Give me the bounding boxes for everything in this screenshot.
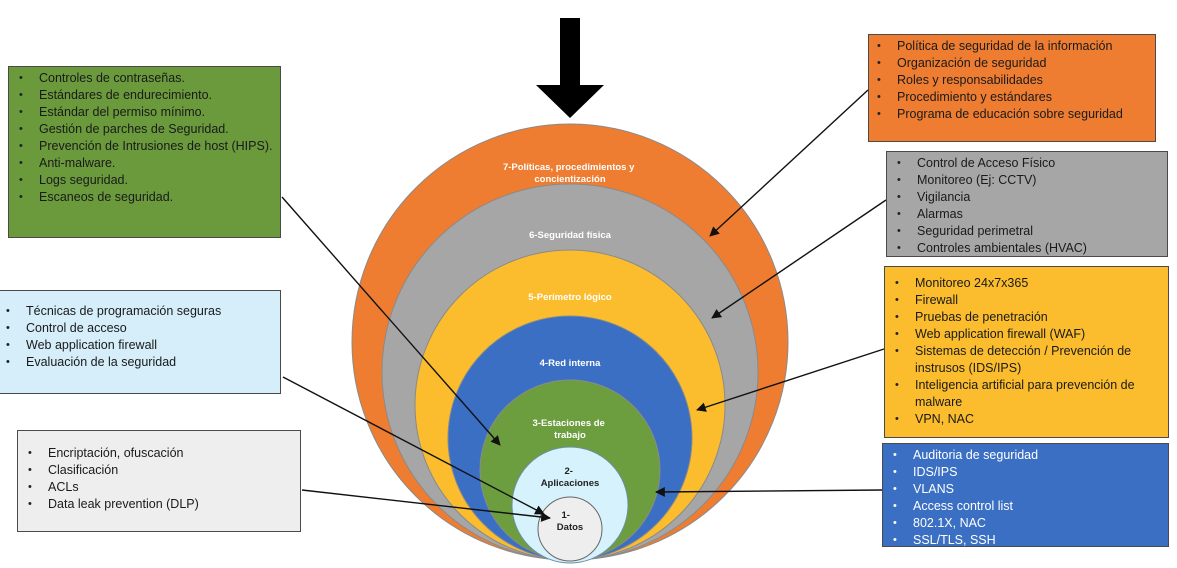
list-item: Estándares de endurecimiento. — [19, 87, 274, 104]
list-item: Roles y responsabilidades — [877, 72, 1149, 89]
list-item: VLANS — [893, 481, 1162, 498]
list-item: Prevención de Intrusiones de host (HIPS)… — [19, 138, 274, 155]
hosts-controls-box: Controles de contraseñas. Estándares de … — [8, 66, 281, 238]
list-item: Control de acceso — [6, 320, 274, 337]
list-item: ACLs — [28, 479, 294, 496]
hosts-controls-list: Controles de contraseñas. Estándares de … — [19, 70, 274, 206]
list-item: SSL/TLS, SSH — [893, 532, 1162, 549]
list-item: Control de Acceso Físico — [897, 155, 1161, 172]
arrow-data — [301, 489, 551, 522]
arrow-apps — [282, 376, 545, 515]
list-item: Anti-malware. — [19, 155, 274, 172]
list-item: Escaneos de seguridad. — [19, 189, 274, 206]
list-item: Access control list — [893, 498, 1162, 515]
layer-2-label: 2- Aplicaciones — [541, 466, 600, 489]
policies-controls-list: Política de seguridad de la información … — [877, 38, 1149, 123]
physical-controls-list: Control de Acceso Físico Monitoreo (Ej: … — [897, 155, 1161, 257]
layer-1-label: 1- Datos — [557, 510, 583, 533]
list-item: Auditoria de seguridad — [893, 447, 1162, 464]
internal-network-controls-box: Auditoria de seguridad IDS/IPS VLANS Acc… — [882, 443, 1169, 549]
list-item: Gestión de parches de Seguridad. — [19, 121, 274, 138]
list-item: Vigilancia — [897, 189, 1161, 206]
layer-4-label: 4-Red interna — [540, 358, 601, 369]
list-item: Política de seguridad de la información — [877, 38, 1149, 55]
data-controls-box: Encriptación, ofuscación Clasificación A… — [17, 430, 301, 532]
list-item: Seguridad perimetral — [897, 223, 1161, 240]
list-item: Organización de seguridad — [877, 55, 1149, 72]
list-item: Monitoreo 24x7x365 — [895, 275, 1162, 292]
arrow-internal — [655, 487, 883, 497]
list-item: Firewall — [895, 292, 1162, 309]
layer-3-label: 3-Estaciones de trabajo — [533, 418, 608, 441]
list-item: Procedimiento y estándares — [877, 89, 1149, 106]
list-item: Web application firewall — [6, 337, 274, 354]
list-item: Alarmas — [897, 206, 1161, 223]
layer-6-label: 6-Seguridad física — [529, 230, 612, 241]
list-item: Sistemas de detección / Prevención de in… — [895, 343, 1162, 377]
list-item: Encriptación, ofuscación — [28, 445, 294, 462]
applications-controls-list: Técnicas de programación seguras Control… — [6, 303, 274, 371]
list-item: Clasificación — [28, 462, 294, 479]
arrow-policies — [709, 89, 869, 237]
list-item: IDS/IPS — [893, 464, 1162, 481]
list-item: Web application firewall (WAF) — [895, 326, 1162, 343]
list-item: 802.1X, NAC — [893, 515, 1162, 532]
arrow-perimeter — [696, 348, 885, 412]
list-item: Controles ambientales (HVAC) — [897, 240, 1161, 257]
list-item: Pruebas de penetración — [895, 309, 1162, 326]
list-item: Logs seguridad. — [19, 172, 274, 189]
layer-5-label: 5-Perímetro lógico — [528, 292, 612, 303]
data-controls-list: Encriptación, ofuscación Clasificación A… — [28, 445, 294, 513]
layer-7-label: 7-Políticas, procedimientos y concientiz… — [503, 162, 637, 185]
perimeter-controls-box: Monitoreo 24x7x365 Firewall Pruebas de p… — [884, 266, 1169, 438]
list-item: Inteligencia artificial para prevención … — [895, 377, 1162, 411]
policies-controls-box: Política de seguridad de la información … — [868, 34, 1156, 142]
list-item: Programa de educación sobre seguridad — [877, 106, 1149, 123]
layer-1-circle — [537, 496, 603, 562]
list-item: Evaluación de la seguridad — [6, 354, 274, 371]
arrow-hosts — [281, 196, 501, 446]
list-item: Data leak prevention (DLP) — [28, 496, 294, 513]
list-item: Estándar del permiso mínimo. — [19, 104, 274, 121]
arrow-physical — [711, 199, 887, 319]
list-item: VPN, NAC — [895, 411, 1162, 428]
down-arrow-icon — [536, 18, 604, 118]
internal-network-controls-list: Auditoria de seguridad IDS/IPS VLANS Acc… — [893, 447, 1162, 549]
list-item: Técnicas de programación seguras — [6, 303, 274, 320]
list-item: Monitoreo (Ej: CCTV) — [897, 172, 1161, 189]
list-item: Controles de contraseñas. — [19, 70, 274, 87]
physical-controls-box: Control de Acceso Físico Monitoreo (Ej: … — [886, 151, 1168, 257]
perimeter-controls-list: Monitoreo 24x7x365 Firewall Pruebas de p… — [895, 275, 1162, 428]
applications-controls-box: Técnicas de programación seguras Control… — [0, 290, 281, 394]
